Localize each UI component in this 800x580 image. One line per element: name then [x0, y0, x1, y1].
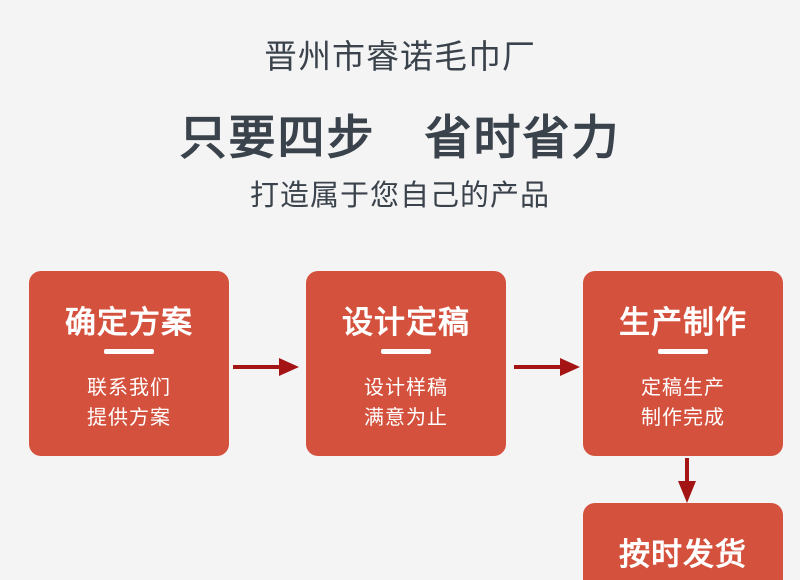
arrow-right-icon [514, 358, 580, 376]
step-box-production: 生产制作 定稿生产 制作完成 [583, 271, 783, 456]
step-title: 确定方案 [65, 305, 193, 340]
step-title: 生产制作 [619, 305, 747, 340]
step-line: 设计样稿 [364, 377, 448, 399]
step-box-design-final: 设计定稿 设计样稿 满意为止 [306, 271, 506, 456]
arrow-right-icon [233, 358, 299, 376]
step-box-confirm-plan: 确定方案 联系我们 提供方案 [29, 271, 229, 456]
step-line: 联系我们 [87, 377, 171, 399]
step-divider [381, 349, 431, 354]
company-name: 晋州市睿诺毛巾厂 [264, 38, 536, 75]
step-divider [658, 349, 708, 354]
headline: 只要四步 省时省力 [179, 111, 621, 164]
step-line: 定稿生产 [641, 377, 725, 399]
subtitle: 打造属于您自己的产品 [249, 180, 550, 212]
step-title: 设计定稿 [342, 305, 470, 340]
step-line: 制作完成 [641, 407, 725, 429]
step-title: 按时发货 [619, 537, 747, 572]
step-line: 提供方案 [87, 407, 171, 429]
step-divider [104, 349, 154, 354]
arrow-down-icon [678, 458, 696, 503]
step-box-ship-on-time: 按时发货 [583, 503, 783, 580]
step-line: 满意为止 [364, 407, 448, 429]
